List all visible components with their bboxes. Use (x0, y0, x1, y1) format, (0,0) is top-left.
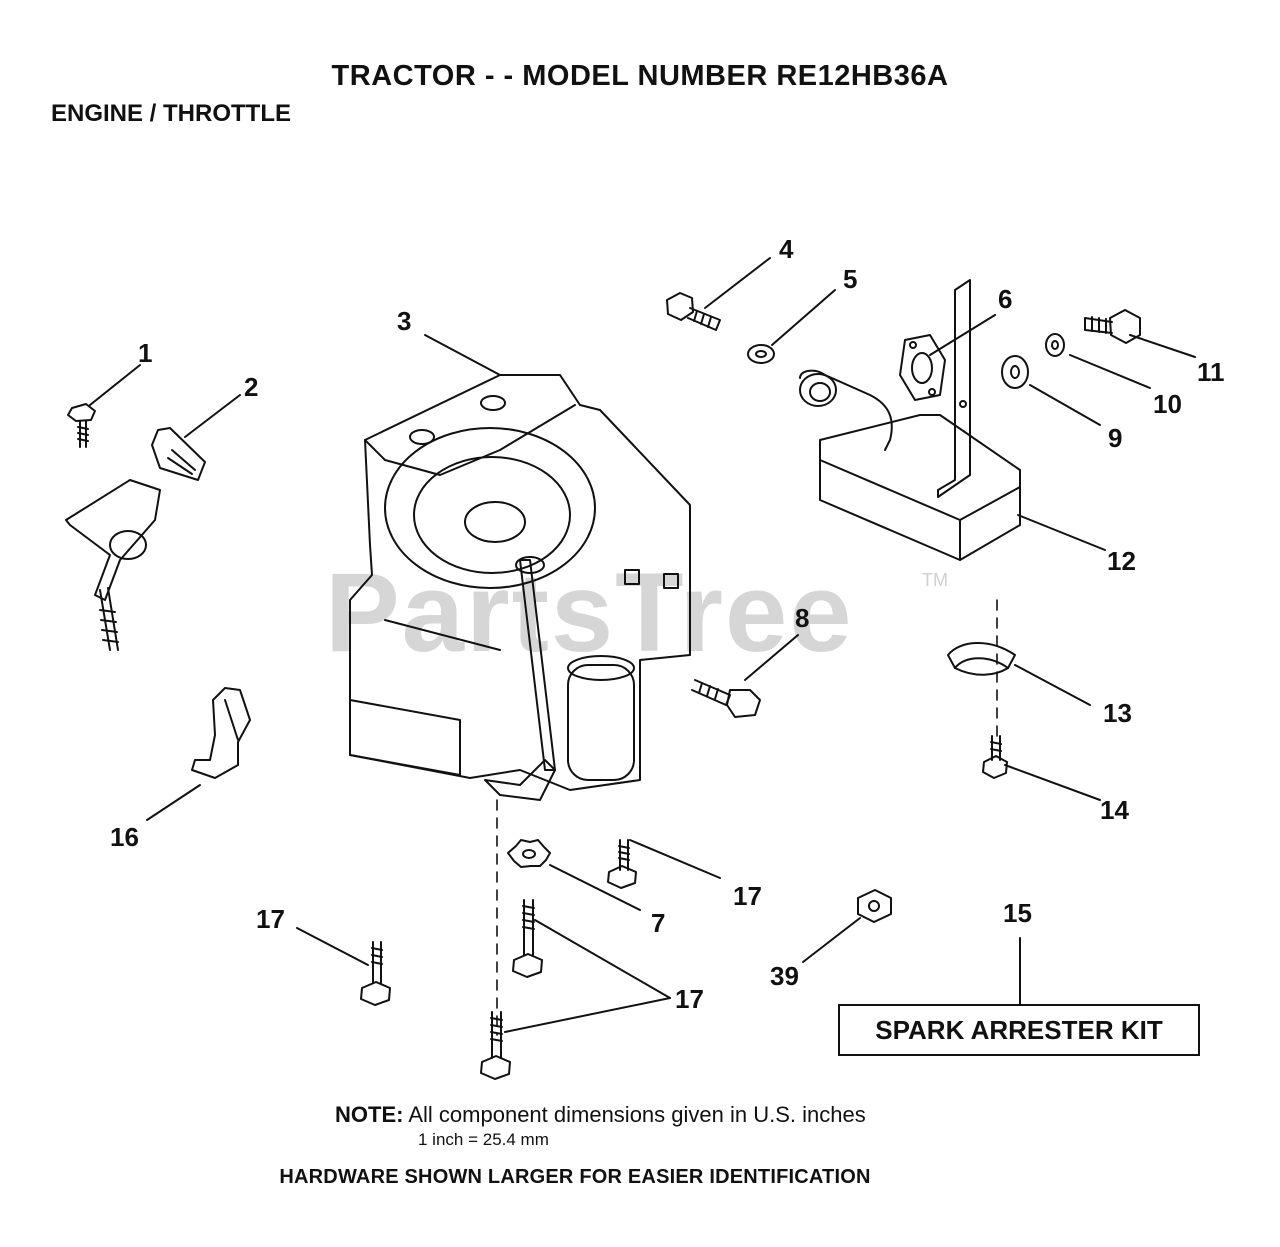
leader-lines (89, 257, 1196, 1033)
note-text: All component dimensions given in U.S. i… (408, 1102, 866, 1127)
part-9-washer-icon (1001, 355, 1029, 389)
callout-7: 7 (651, 908, 665, 938)
callout-10: 10 (1153, 389, 1182, 419)
diagram-title: TRACTOR - - MODEL NUMBER RE12HB36A (331, 60, 949, 92)
callout-13: 13 (1103, 698, 1132, 728)
note-label: NOTE: (335, 1102, 404, 1127)
callout-17-left: 17 (256, 904, 285, 934)
part-1-bolt-icon (67, 403, 96, 448)
callout-3: 3 (397, 306, 411, 336)
part-8-bolt-icon (691, 679, 761, 718)
part-14-bolt-icon (982, 735, 1008, 779)
callout-9: 9 (1108, 423, 1122, 453)
part-2-throttle-bracket-icon (65, 427, 206, 651)
part-17-bolt-icon (607, 839, 637, 889)
callout-8: 8 (795, 603, 809, 633)
part-17-bolt-icon (512, 899, 543, 978)
part-7-starwasher-icon (507, 839, 551, 868)
part-17-bolt-icon (360, 941, 391, 1006)
callout-15: 15 (1003, 898, 1032, 928)
callout-11: 11 (1197, 357, 1225, 387)
callout-39: 39 (770, 961, 799, 991)
callout-2: 2 (244, 372, 258, 402)
callout-numbers: 1 2 3 4 5 6 8 9 10 11 12 13 14 16 17 7 1… (110, 234, 1225, 1014)
spark-arrester-kit-box: SPARK ARRESTER KIT (838, 1004, 1200, 1056)
callout-12: 12 (1107, 546, 1136, 576)
part-10-lockwasher-icon (1045, 333, 1065, 357)
part-16-clip-icon (191, 687, 251, 779)
part-4-bolt-icon (666, 292, 721, 331)
callout-17-bottom: 17 (675, 984, 704, 1014)
note: NOTE: All component dimensions given in … (335, 1102, 866, 1128)
callout-1: 1 (138, 338, 152, 368)
part-39-nut-icon (857, 889, 892, 923)
part-17-bolt-icon (480, 1011, 511, 1080)
watermark-trademark: TM (922, 570, 948, 590)
callout-5: 5 (843, 264, 857, 294)
footer-hardware-note: HARDWARE SHOWN LARGER FOR EASIER IDENTIF… (279, 1166, 871, 1188)
part-12-muffler-icon (799, 279, 1021, 561)
callout-14: 14 (1100, 795, 1129, 825)
note-conversion: 1 inch = 25.4 mm (418, 1130, 549, 1149)
part-13-shield-icon (947, 642, 1016, 676)
callout-6: 6 (998, 284, 1012, 314)
callout-16: 16 (110, 822, 139, 852)
part-11-bolt-icon (1084, 309, 1141, 344)
part-5-washer-icon (747, 344, 775, 364)
part-3-engine-icon (349, 374, 691, 801)
part-6-gasket-icon (899, 334, 946, 401)
alignment-lines (496, 599, 998, 1036)
callout-4: 4 (779, 234, 794, 264)
section-subtitle: ENGINE / THROTTLE (51, 100, 291, 127)
callout-17-right: 17 (733, 881, 762, 911)
watermark-logo: PartsTree (325, 550, 854, 675)
